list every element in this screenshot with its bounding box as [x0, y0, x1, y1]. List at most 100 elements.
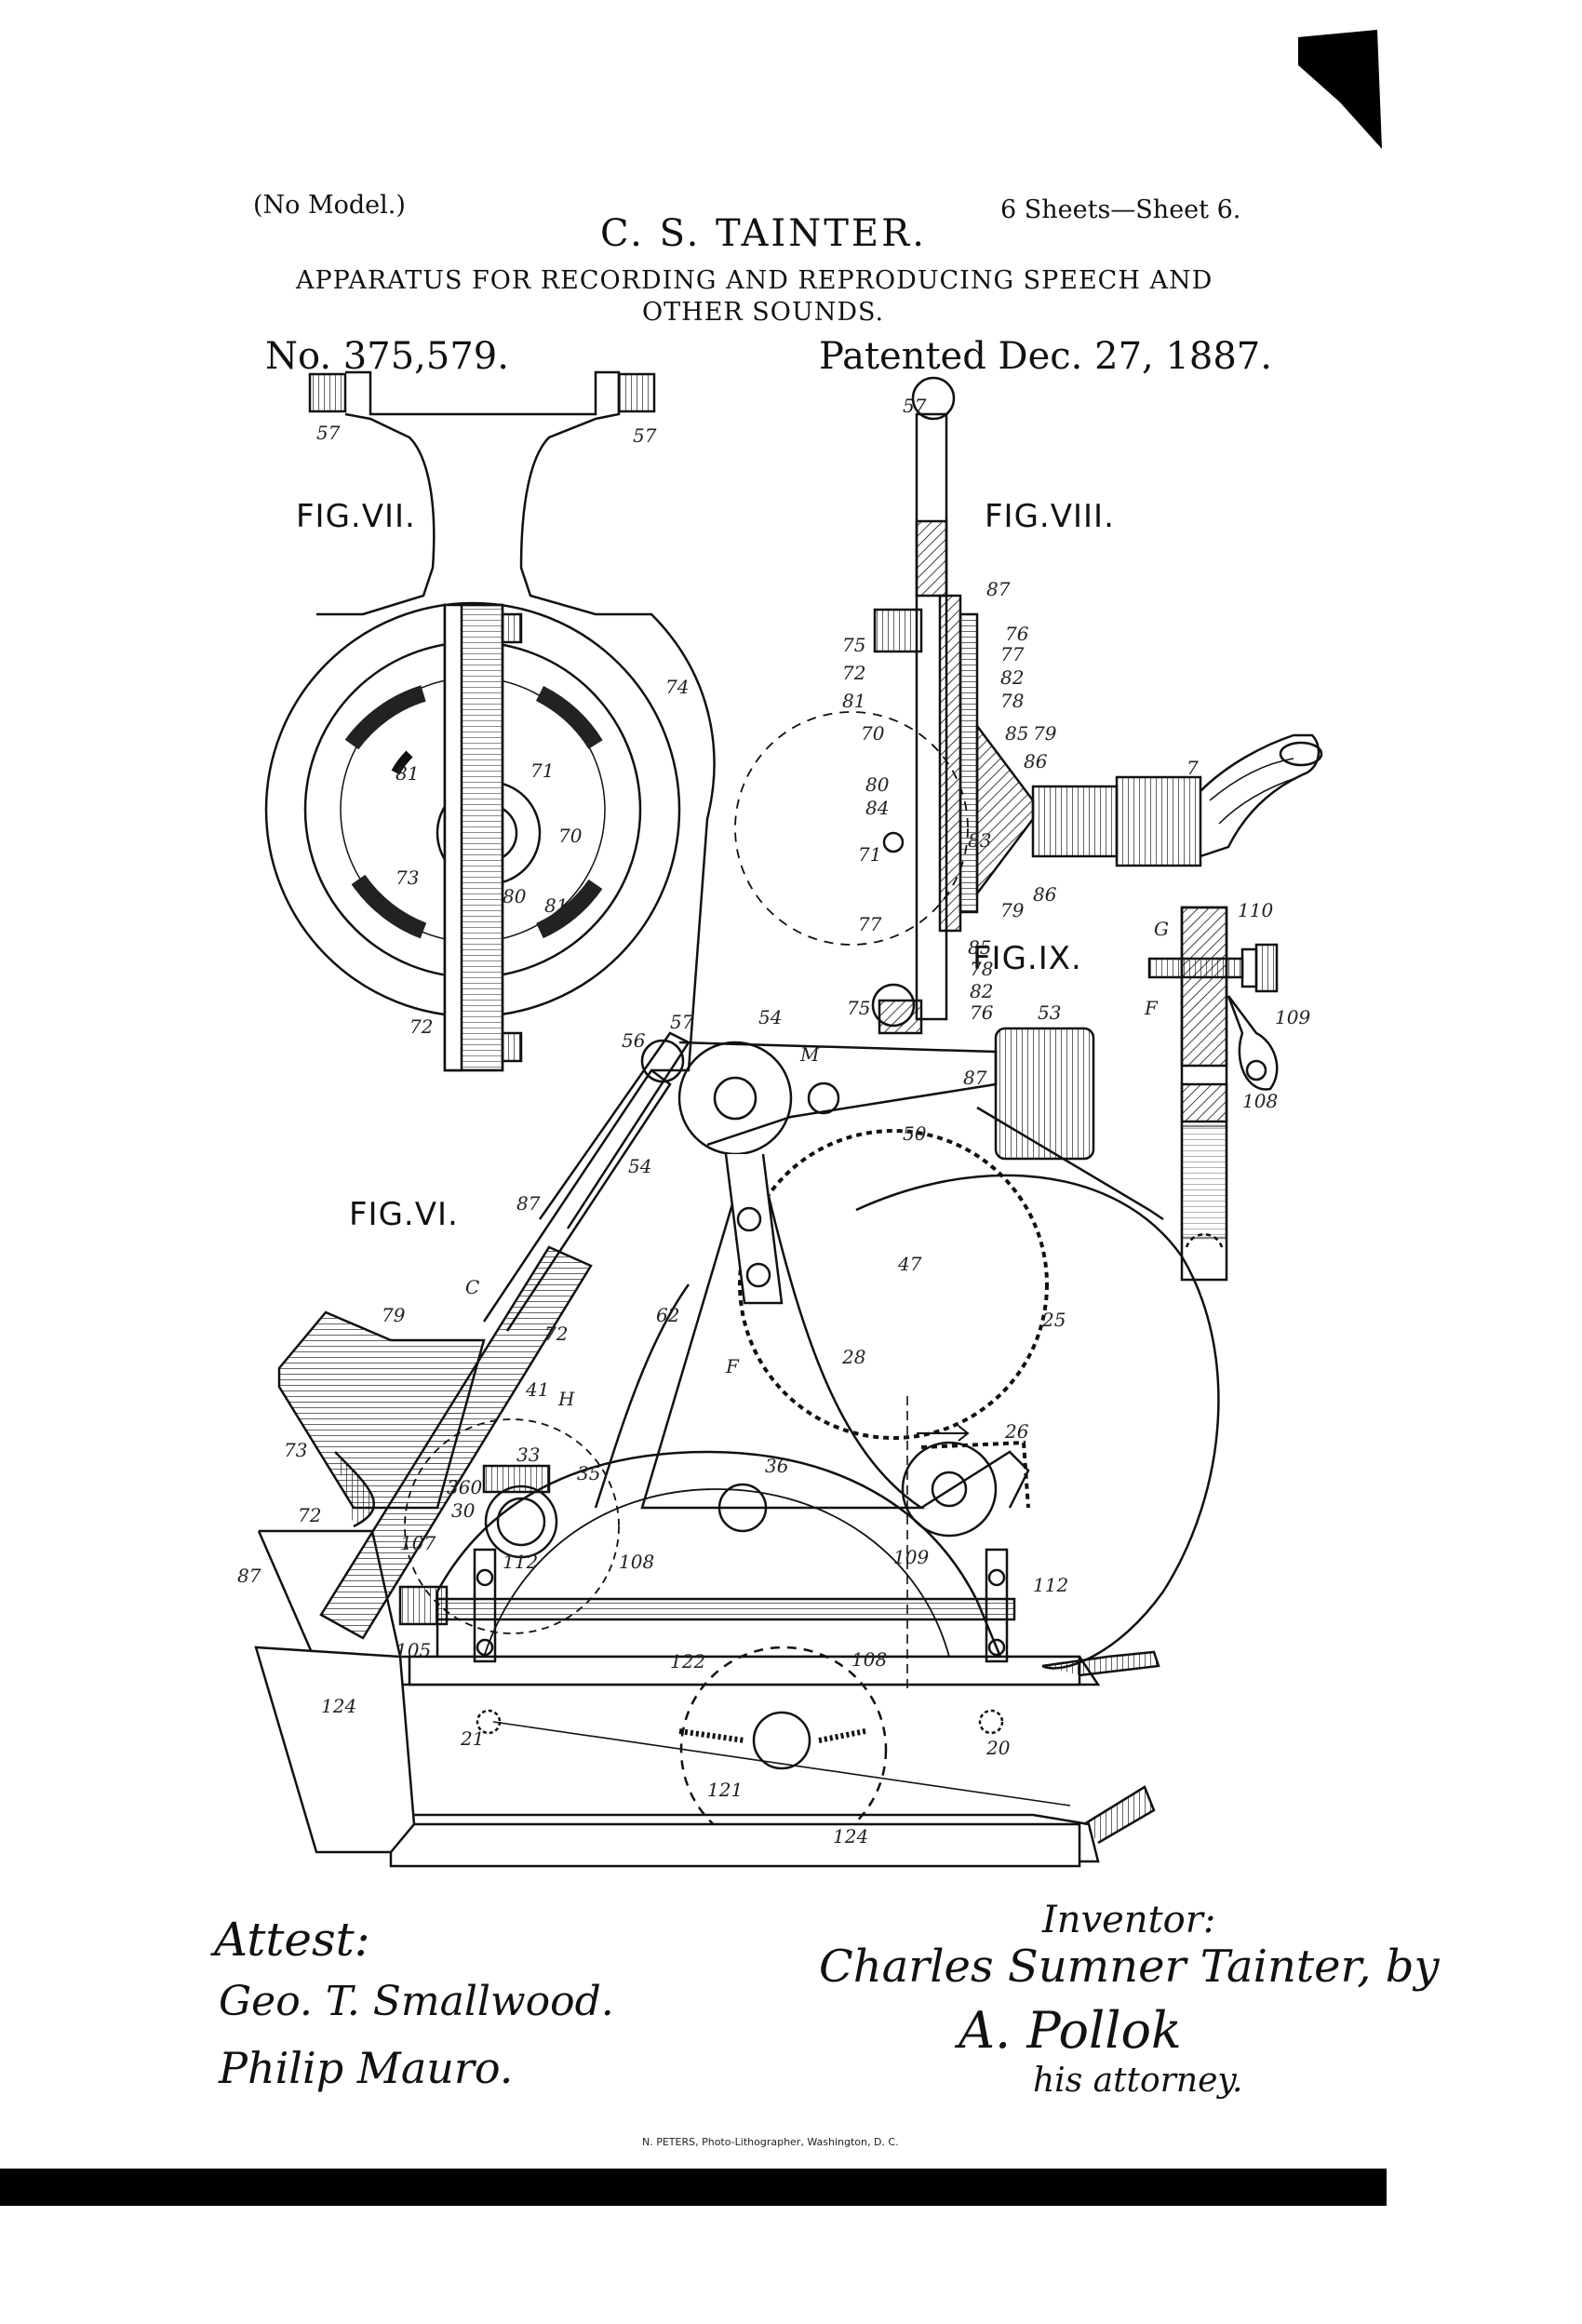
fig6-ref: F [725, 1355, 740, 1377]
fig6-ref: 124 [321, 1695, 356, 1717]
no-model-label: (No Model.) [253, 191, 406, 220]
fig6-ref: 62 [656, 1304, 679, 1326]
fig6-ref: 26 [1004, 1420, 1029, 1443]
fig8-ref: 78 [970, 958, 993, 980]
fig8-ref: 77 [1000, 643, 1025, 665]
fig8-ref: 80 [865, 773, 890, 796]
fig6-ref: 21 [460, 1727, 484, 1750]
fig8-ref: 85 [968, 936, 991, 959]
fig9-label: FIG.IX. [972, 940, 1082, 977]
fig7-ref: 72 [409, 1015, 433, 1038]
fig6-ref: 360 [447, 1476, 482, 1498]
fig6-ref: 28 [841, 1346, 865, 1368]
fig6-ref: 35 [577, 1462, 600, 1484]
fig6-ref: 50 [903, 1122, 927, 1145]
fig8-ref: 86 [1033, 883, 1057, 906]
attorney-label: his attorney. [1033, 2062, 1243, 2100]
fig6-ref: 30 [451, 1499, 476, 1522]
fig8-drawing [734, 376, 1323, 1035]
fig6-ref: H [557, 1388, 575, 1410]
fig6-ref: 41 [525, 1378, 549, 1401]
fig8-ref: 82 [1000, 666, 1024, 689]
fig6-ref: 54 [758, 1006, 782, 1028]
fig8-ref: 82 [970, 980, 993, 1002]
fig6-ref: 53 [1038, 1001, 1061, 1024]
fig8-ref: 83 [968, 829, 991, 852]
fig9-ref: F [1144, 997, 1159, 1019]
fig6-ref: 79 [382, 1304, 406, 1326]
inventor-label: Inventor: [1042, 1899, 1216, 1941]
fig6-ref: C [465, 1276, 479, 1298]
fig6-ref: 47 [897, 1253, 922, 1275]
fig8-ref: 81 [842, 690, 865, 712]
fig8-ref: 87 [963, 1067, 987, 1089]
fig8-ref: 78 [1000, 690, 1024, 712]
patent-title-line1: APPARATUS FOR RECORDING AND REPRODUCING … [296, 266, 1213, 295]
fig8-ref: 75 [847, 997, 870, 1019]
fig8-ref: 70 [861, 722, 885, 745]
fig6-ref: 112 [1033, 1574, 1068, 1596]
fig6-ref: 57 [670, 1011, 694, 1033]
fig9-drawing [1147, 906, 1279, 1282]
witness-signature-2: Philip Mauro. [219, 2043, 514, 2093]
patent-number: No. 375,579. [265, 335, 509, 378]
fig8-numerals: 57 87 76 75 77 72 82 81 78 70 85 79 86 7… [842, 395, 1199, 1089]
fig6-ref: 121 [707, 1779, 743, 1801]
lithographer-credit: N. PETERS, Photo-Lithographer, Washingto… [642, 2136, 899, 2148]
fig7-ref: 73 [396, 866, 419, 889]
fig7-label: FIG.VII. [296, 498, 416, 535]
fig9-ref: 109 [1275, 1006, 1310, 1028]
fig6-ref: 54 [628, 1155, 651, 1177]
inventor-signature: Charles Sumner Tainter, by [819, 1941, 1440, 1993]
fig6-ref: 108 [619, 1551, 654, 1573]
fig8-ref: 76 [970, 1001, 994, 1024]
fig6-numerals: 56 57 54 M 53 50 54 87 C 47 25 79 72 62 … [237, 1001, 1068, 1847]
fig6-ref: 124 [833, 1825, 868, 1847]
fig9-ref: G [1154, 918, 1169, 940]
fig6-ref: 72 [544, 1323, 568, 1345]
inventor-name-heading: C. S. TAINTER. [600, 212, 927, 255]
fig7-ref: 80 [503, 885, 527, 907]
fig8-ref: 76 [1005, 623, 1029, 645]
fig7-drawing [264, 370, 716, 1072]
bottom-scan-border [0, 2169, 1387, 2206]
fig7-ref: 74 [665, 676, 689, 698]
attorney-signature: A. Pollok [959, 2001, 1182, 2060]
fig6-ref: 108 [851, 1648, 887, 1671]
patent-title-line2: OTHER SOUNDS. [642, 298, 885, 327]
fig7-ref: 81 [396, 762, 419, 785]
corner-tab-mark [1298, 30, 1382, 149]
fig6-ref: 56 [622, 1029, 646, 1052]
fig6-ref: 87 [237, 1565, 261, 1587]
fig7-ref: 57 [633, 424, 657, 447]
fig6-ref: 107 [400, 1532, 436, 1554]
fig6-ref: 25 [1041, 1309, 1066, 1331]
witness-signature-1: Geo. T. Smallwood. [219, 1978, 614, 2025]
fig6-ref: 33 [516, 1444, 540, 1466]
sheet-count: 6 Sheets—Sheet 6. [1000, 195, 1241, 224]
fig6-ref: 36 [765, 1455, 789, 1477]
fig6-ref: 109 [893, 1546, 929, 1568]
fig6-ref: 20 [985, 1737, 1011, 1759]
fig8-ref: 71 [858, 843, 881, 866]
fig8-ref: 85 [1005, 722, 1028, 745]
fig6-label: FIG.VI. [349, 1196, 459, 1233]
fig7-numerals: 57 57 74 81 71 70 73 80 81 72 [316, 422, 689, 1038]
attest-label: Attest: [214, 1913, 370, 1967]
fig6-ref: 122 [670, 1650, 705, 1672]
fig7-ref: 71 [530, 759, 554, 782]
fig6-ref: 73 [284, 1439, 307, 1461]
fig8-ref: 72 [842, 662, 865, 684]
fig9-numerals: G 110 F 109 108 [1144, 899, 1310, 1112]
fig6-ref: 87 [516, 1192, 541, 1215]
fig6-drawing [254, 1027, 1220, 1868]
patent-date: Patented Dec. 27, 1887. [819, 335, 1272, 378]
fig8-label: FIG.VIII. [985, 498, 1115, 535]
fig8-ref: 77 [858, 913, 882, 935]
fig8-ref: 86 [1024, 750, 1048, 772]
fig9-ref: 108 [1242, 1090, 1278, 1112]
fig9-ref: 110 [1238, 899, 1273, 921]
fig6-ref: 112 [503, 1551, 538, 1573]
